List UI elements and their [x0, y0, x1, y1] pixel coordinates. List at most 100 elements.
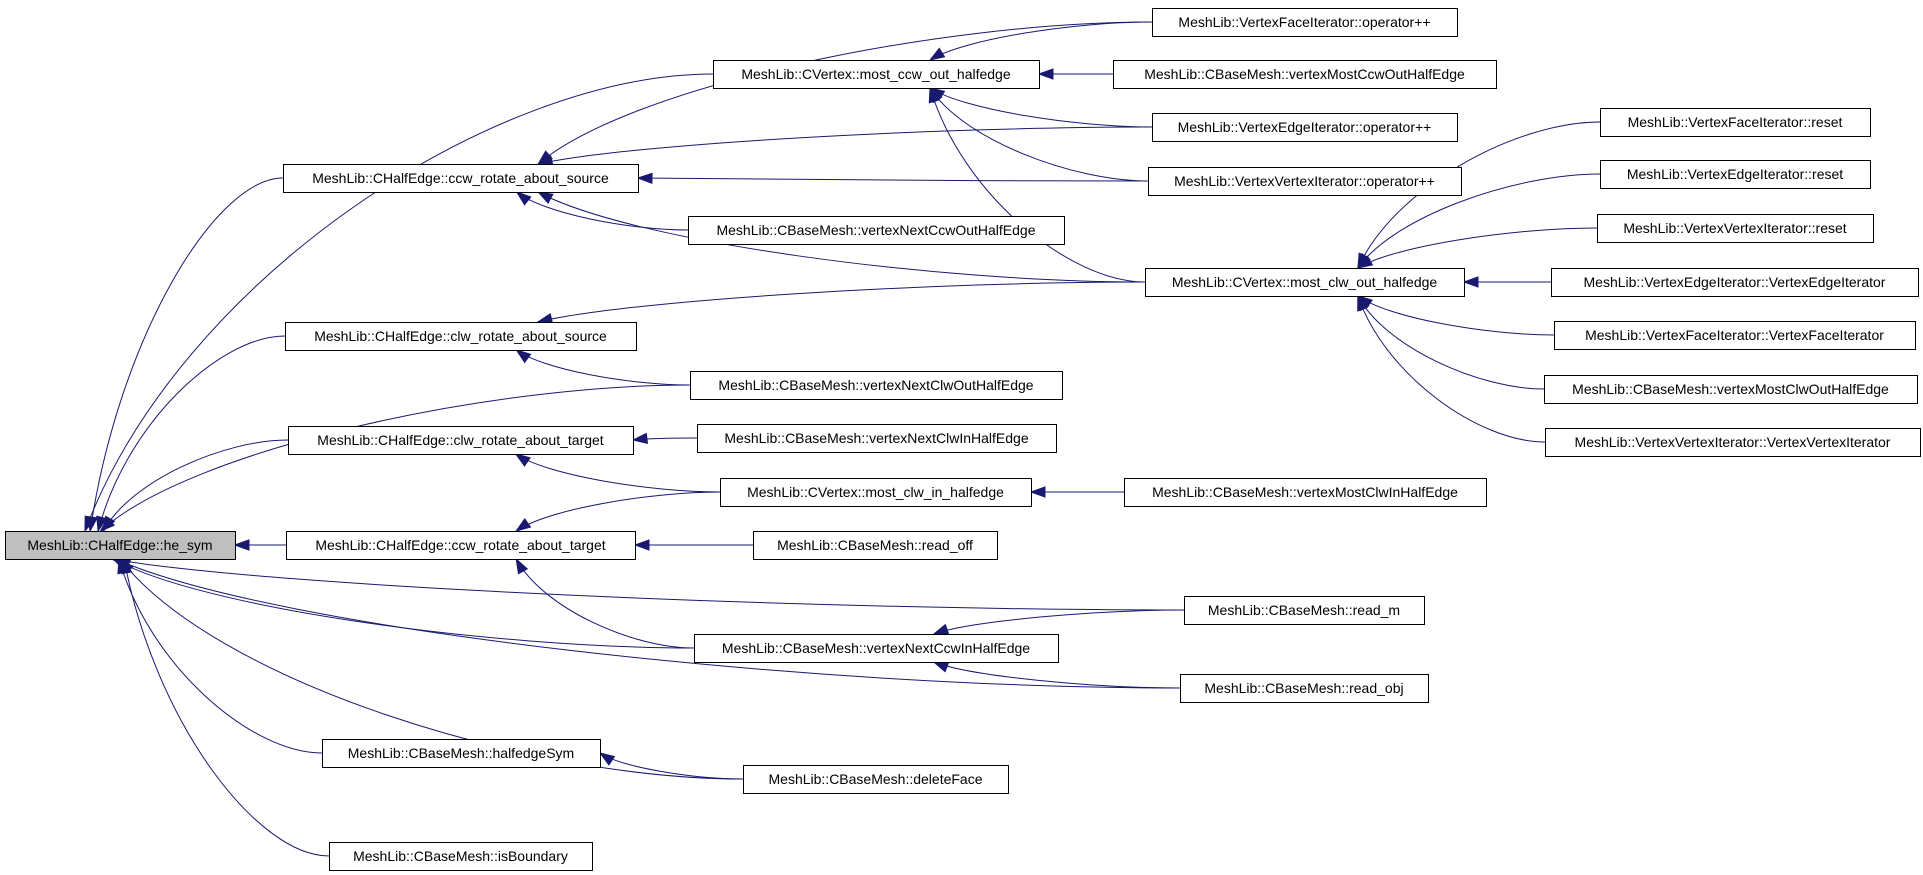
node-clw-tgt[interactable]: MeshLib::CHalfEdge::clw_rotate_about_tar…: [288, 426, 634, 455]
node-vei-op[interactable]: MeshLib::VertexEdgeIterator::operator++: [1152, 113, 1458, 142]
node-box: [1597, 214, 1874, 243]
node-label: MeshLib::CHalfEdge::he_sym: [27, 537, 212, 553]
node-box: [753, 531, 998, 560]
node-vmostclwout[interactable]: MeshLib::CBaseMesh::vertexMostClwOutHalf…: [1544, 375, 1918, 404]
edge-arrowhead: [1357, 294, 1368, 312]
node-box: [1152, 8, 1458, 37]
node-label: MeshLib::VertexEdgeIterator::reset: [1627, 166, 1843, 182]
edge-arrowhead: [1462, 276, 1479, 288]
node-label: MeshLib::CBaseMesh::read_off: [777, 537, 973, 553]
node-label: MeshLib::CHalfEdge::clw_rotate_about_sou…: [314, 328, 607, 344]
node-box: [329, 842, 593, 871]
node-box: [1554, 321, 1916, 350]
node-box: [288, 426, 634, 455]
node-label: MeshLib::VertexFaceIterator::operator++: [1178, 14, 1430, 30]
node-label: MeshLib::CBaseMesh::isBoundary: [353, 848, 568, 864]
node-most-clw-out[interactable]: MeshLib::CVertex::most_clw_out_halfedge: [1145, 268, 1465, 297]
node-read-off[interactable]: MeshLib::CBaseMesh::read_off: [753, 531, 998, 560]
node-ccw-tgt[interactable]: MeshLib::CHalfEdge::ccw_rotate_about_tar…: [286, 531, 636, 560]
edge-most_clw_in-to-clw_tgt: [515, 453, 721, 493]
node-label: MeshLib::CBaseMesh::read_obj: [1204, 680, 1403, 696]
node-label: MeshLib::VertexFaceIterator::reset: [1628, 114, 1843, 130]
node-deleteface[interactable]: MeshLib::CBaseMesh::deleteFace: [743, 765, 1009, 794]
edge-arrowhead: [633, 539, 650, 551]
node-label: MeshLib::CBaseMesh::read_m: [1208, 602, 1400, 618]
node-label: MeshLib::VertexVertexIterator::operator+…: [1174, 173, 1435, 189]
node-vnextclwin[interactable]: MeshLib::CBaseMesh::vertexNextClwInHalfE…: [697, 424, 1057, 453]
node-label: MeshLib::CBaseMesh::vertexNextCcwOutHalf…: [716, 222, 1035, 238]
edge-arrowhead: [99, 517, 116, 532]
node-box: [694, 634, 1059, 663]
edge-vvi_op-to-most_ccw_out: [929, 87, 1149, 182]
edge-arrowhead: [1356, 255, 1374, 269]
node-box: [1152, 113, 1458, 142]
node-he-sym[interactable]: MeshLib::CHalfEdge::he_sym: [5, 531, 236, 560]
edge-arrowhead: [84, 515, 96, 533]
edge-read_obj-to-vNextCcwIn: [933, 661, 1181, 689]
edge-vNextCcwOut-to-ccw_src: [516, 191, 689, 231]
node-label: MeshLib::VertexEdgeIterator::VertexEdgeI…: [1584, 274, 1886, 290]
edge-vfi_op-to-ccw_src: [537, 21, 1153, 165]
node-box: [1124, 478, 1487, 507]
node-box: [1184, 596, 1425, 625]
node-isboundary[interactable]: MeshLib::CBaseMesh::isBoundary: [329, 842, 593, 871]
edge-most_clw_out-to-ccw_src: [537, 191, 1146, 283]
node-most-ccw-out[interactable]: MeshLib::CVertex::most_ccw_out_halfedge: [713, 60, 1040, 89]
node-vei-ctor[interactable]: MeshLib::VertexEdgeIterator::VertexEdgeI…: [1551, 268, 1919, 297]
node-read-obj[interactable]: MeshLib::CBaseMesh::read_obj: [1180, 674, 1429, 703]
node-vvi-op[interactable]: MeshLib::VertexVertexIterator::operator+…: [1148, 167, 1462, 196]
edge-vNextClwOut-to-clw_src: [516, 349, 691, 386]
node-box: [5, 531, 236, 560]
edge-vei_op-to-ccw_src: [538, 126, 1153, 165]
edge-arrowhead: [928, 47, 946, 61]
edge-most_clw_out-to-most_ccw_out: [929, 87, 1146, 283]
edge-vfi_reset-to-most_clw_out: [1357, 121, 1601, 269]
edge-read_obj-to-he_sym: [115, 558, 1181, 689]
node-vfi-op[interactable]: MeshLib::VertexFaceIterator::operator++: [1152, 8, 1458, 37]
node-box: [1551, 268, 1919, 297]
node-vnextccwin[interactable]: MeshLib::CBaseMesh::vertexNextCcwInHalfE…: [694, 634, 1059, 663]
edge-read_m-to-vNextCcwIn: [933, 609, 1185, 635]
node-label: MeshLib::CBaseMesh::vertexMostClwInHalfE…: [1152, 484, 1458, 500]
node-label: MeshLib::CVertex::most_clw_in_halfedge: [747, 484, 1004, 500]
edge-arrowhead: [932, 623, 950, 635]
node-most-clw-in[interactable]: MeshLib::CVertex::most_clw_in_halfedge: [720, 478, 1032, 507]
edge-most_ccw_out-to-he_sym: [84, 73, 714, 532]
node-label: MeshLib::CBaseMesh::vertexMostCcwOutHalf…: [1144, 66, 1465, 82]
node-box: [1180, 674, 1429, 703]
node-vvi-ctor[interactable]: MeshLib::VertexVertexIterator::VertexVer…: [1545, 428, 1921, 457]
edge-vMostClwOut-to-most_clw_out: [1357, 295, 1545, 390]
node-vfi-ctor[interactable]: MeshLib::VertexFaceIterator::VertexFaceI…: [1554, 321, 1916, 350]
edge-arrowhead: [515, 349, 532, 364]
edge-vNextClwOut-to-he_sym: [100, 384, 691, 532]
node-box: [1145, 268, 1465, 297]
node-vvi-reset[interactable]: MeshLib::VertexVertexIterator::reset: [1597, 214, 1874, 243]
edge-arrowhead: [233, 539, 250, 551]
node-vmostccwout[interactable]: MeshLib::CBaseMesh::vertexMostCcwOutHalf…: [1113, 60, 1497, 89]
node-vfi-reset[interactable]: MeshLib::VertexFaceIterator::reset: [1600, 108, 1871, 137]
edge-arrowhead: [932, 661, 950, 673]
node-vei-reset[interactable]: MeshLib::VertexEdgeIterator::reset: [1600, 160, 1871, 189]
edge-ccw_src-to-he_sym: [89, 177, 284, 532]
edge-deleteFace-to-he_sym: [119, 558, 744, 780]
edge-vei_reset-to-most_clw_out: [1357, 173, 1601, 269]
node-vnextccwout[interactable]: MeshLib::CBaseMesh::vertexNextCcwOutHalf…: [688, 216, 1065, 245]
node-vnextclwout[interactable]: MeshLib::CBaseMesh::vertexNextClwOutHalf…: [690, 371, 1063, 400]
edge-arrowhead: [515, 557, 529, 575]
node-label: MeshLib::CBaseMesh::vertexMostClwOutHalf…: [1572, 381, 1889, 397]
node-label: MeshLib::CBaseMesh::deleteFace: [769, 771, 983, 787]
node-read-m[interactable]: MeshLib::CBaseMesh::read_m: [1184, 596, 1425, 625]
edge-most_clw_in-to-ccw_tgt: [515, 491, 721, 532]
node-label: MeshLib::CBaseMesh::vertexNextCcwInHalfE…: [722, 640, 1030, 656]
node-label: MeshLib::CBaseMesh::halfedgeSym: [348, 745, 574, 761]
node-vmostclwin[interactable]: MeshLib::CBaseMesh::vertexMostClwInHalfE…: [1124, 478, 1487, 507]
node-label: MeshLib::VertexFaceIterator::VertexFaceI…: [1585, 327, 1884, 343]
edge-arrowhead: [96, 515, 108, 533]
node-ccw-src[interactable]: MeshLib::CHalfEdge::ccw_rotate_about_sou…: [283, 164, 639, 193]
edge-arrowhead: [514, 517, 532, 532]
node-clw-src[interactable]: MeshLib::CHalfEdge::clw_rotate_about_sou…: [285, 322, 637, 351]
node-halfedgesym[interactable]: MeshLib::CBaseMesh::halfedgeSym: [322, 739, 601, 768]
node-label: MeshLib::CVertex::most_ccw_out_halfedge: [741, 66, 1010, 82]
node-box: [690, 371, 1063, 400]
